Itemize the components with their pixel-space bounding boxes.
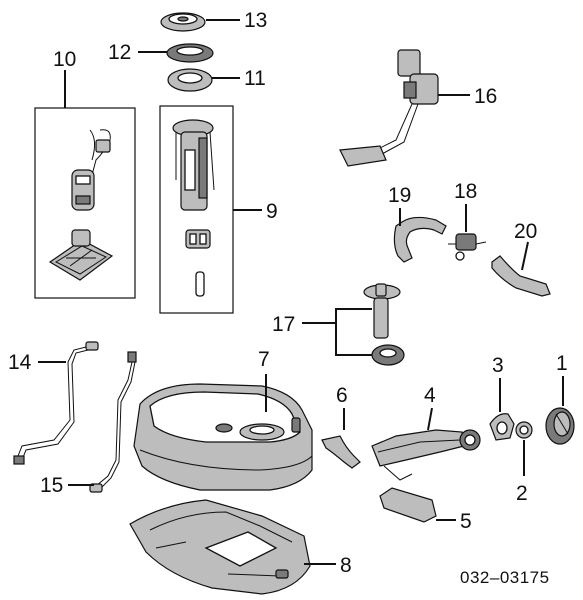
part-20-hose	[491, 255, 551, 297]
callout-16: 16	[474, 85, 497, 108]
callout-12: 12	[108, 41, 131, 64]
part-13-cap	[160, 12, 206, 32]
part-14-sensor-wire	[13, 341, 99, 465]
part-9-fuel-pump-module	[172, 119, 215, 297]
part-17-filler-pipe	[363, 283, 405, 366]
part-2-ring	[515, 421, 533, 439]
callout-17: 17	[272, 313, 295, 336]
part-10-group-box	[34, 107, 136, 299]
callout-18: 18	[454, 180, 477, 203]
callout-15: 15	[40, 474, 63, 497]
part-15-sensor-wire	[89, 351, 137, 493]
callout-19: 19	[388, 184, 411, 207]
callout-14: 14	[8, 351, 32, 374]
callout-10: 10	[53, 48, 76, 71]
callout-6: 6	[336, 384, 348, 407]
part-19-hose	[393, 216, 447, 263]
part-8-skid-plate	[129, 499, 311, 595]
callout-20: 20	[514, 220, 537, 243]
part-7-fuel-tank	[133, 383, 313, 491]
callout-11: 11	[244, 67, 266, 90]
part-16-fuel-level-sender	[339, 49, 439, 167]
part-10-fuel-pump-kit	[48, 129, 114, 281]
callout-13: 13	[244, 9, 267, 32]
callout-2: 2	[516, 482, 528, 505]
callout-8: 8	[340, 554, 352, 577]
part-5-shield	[379, 487, 437, 523]
part-12-ring	[166, 43, 214, 63]
callout-7: 7	[258, 348, 270, 371]
part-3-gasket	[489, 413, 515, 441]
diagram-code: 032–03175	[460, 568, 550, 587]
part-4-filler-pipe	[371, 429, 481, 481]
callout-3: 3	[492, 354, 504, 377]
part-18-valve	[448, 233, 487, 261]
callout-9: 9	[266, 200, 278, 223]
callout-1: 1	[556, 352, 568, 375]
part-11-gasket	[167, 68, 213, 92]
callout-5: 5	[460, 510, 472, 533]
part-6-hose	[321, 435, 361, 469]
part-1-fuel-cap	[545, 407, 575, 445]
callout-4: 4	[424, 384, 436, 407]
